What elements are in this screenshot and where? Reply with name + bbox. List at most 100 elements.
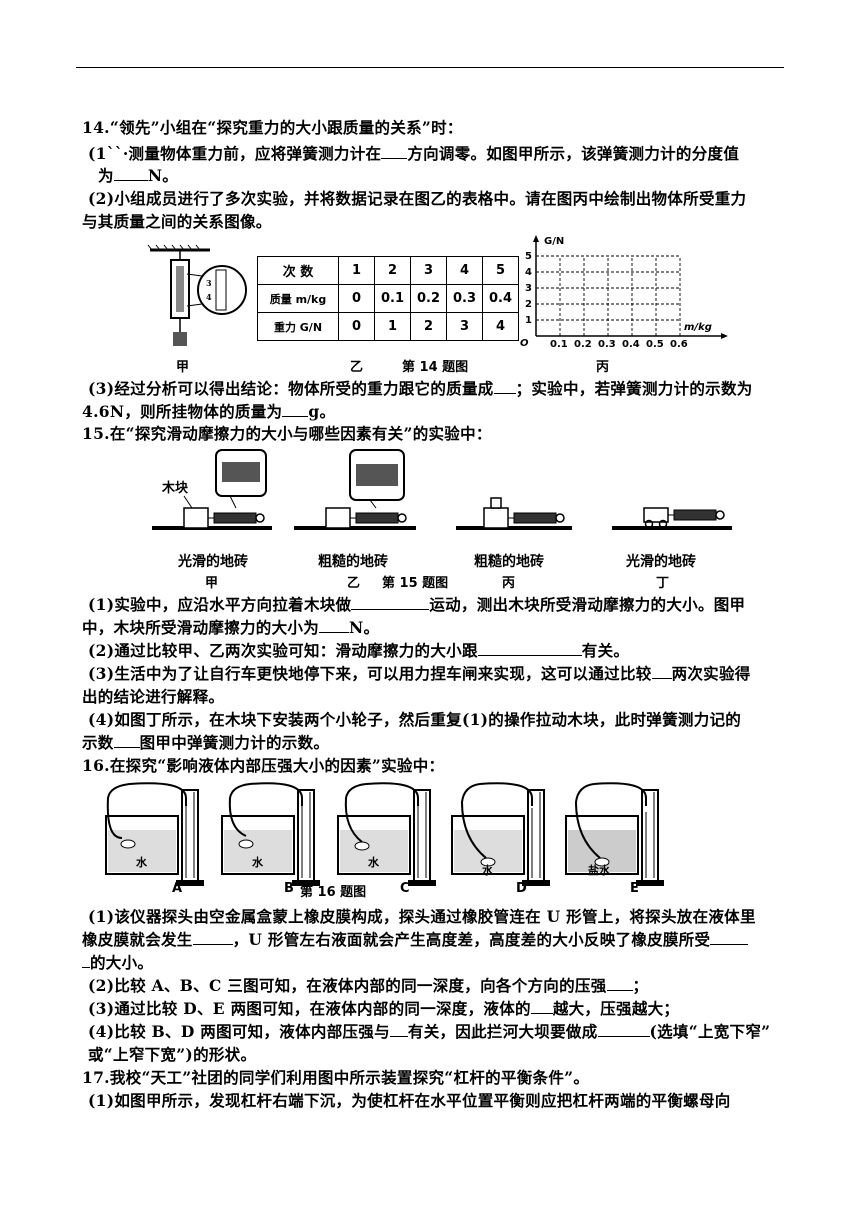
q15-blank-compare[interactable] — [651, 664, 672, 679]
q16-blank-density[interactable] — [530, 999, 553, 1014]
table-cell: 0 — [338, 312, 375, 341]
graph-ylabel: G/N — [544, 236, 564, 247]
q14-caption-yi: 乙 — [350, 360, 364, 375]
graph-ytick: 3 — [525, 283, 532, 294]
q15-figure-title: 第 15 题图 — [382, 576, 449, 591]
table-cell: 0.3 — [446, 284, 483, 313]
graph-xtick: 0.1 — [550, 339, 568, 350]
block-label: 木块 — [161, 480, 189, 496]
table-cell: 0.4 — [482, 284, 519, 313]
q16-blank-pressure[interactable] — [710, 930, 749, 945]
liquid-label: 水 — [482, 863, 494, 877]
table-cell: 0 — [338, 284, 375, 313]
q14-part1: (1``·测量物体重力前，应将弹簧测力计在方向调零。如图甲所示，该弹簧测力计的分… — [88, 144, 740, 163]
table-cell: 1 — [374, 312, 411, 341]
graph-origin: O — [520, 338, 529, 349]
table-cell: 5 — [482, 256, 519, 285]
q16-label: E — [630, 881, 639, 896]
q15-blank-friction[interactable] — [319, 618, 350, 633]
liquid-label: 水 — [252, 855, 264, 869]
q16-part1-cont: 橡皮膜就会发生，U 形管左右液面就会产生高度差，高度差的大小反映了橡皮膜所受 — [82, 930, 749, 950]
q14-part3: (3)经过分析可以得出结论：物体所受的重力跟它的质量成；实验中，若弹簧测力计的示… — [88, 379, 753, 398]
graph-xtick: 0.5 — [646, 339, 664, 350]
svg-text:3: 3 — [206, 278, 212, 288]
q15-part3: (3)生活中为了让自行车更快地停下来，可以用力捏车闸来实现，这可以通过比较两次实… — [88, 664, 751, 683]
liquid-label: 水 — [136, 855, 148, 869]
q14-spring-scale-figure: 3 4 — [147, 244, 247, 346]
graph-xtick: 0.2 — [574, 339, 592, 350]
table-cell: 3 — [446, 312, 483, 341]
graph-xtick: 0.3 — [598, 339, 616, 350]
q16-blank-equal[interactable] — [606, 976, 633, 991]
q15-caption: 甲 — [205, 576, 219, 591]
table-cell: 2 — [374, 256, 411, 285]
q16-blank-shape[interactable] — [597, 1022, 650, 1037]
q14-caption-bing: 丙 — [596, 360, 610, 375]
q14-blank-mass[interactable] — [282, 402, 309, 417]
q14-blank-direction[interactable] — [381, 144, 408, 159]
q14-blank-relation[interactable] — [493, 379, 516, 394]
table-cell: 2 — [410, 312, 447, 341]
q15-floor-label: 粗糙的地砖 — [474, 554, 544, 570]
q15-friction-figures: 木块 — [152, 449, 732, 530]
q16-blank-depth[interactable] — [389, 1022, 408, 1037]
q14-stem: 14.“领先”小组在“探究重力的大小跟质量的关系”时： — [82, 118, 463, 137]
q15-part3-cont: 出的结论进行解释。 — [82, 687, 225, 706]
graph-ytick: 4 — [525, 267, 532, 278]
table-cell: 4 — [446, 256, 483, 285]
table-row-label: 重力 G/N — [257, 312, 339, 341]
q15-stem: 15.在“探究滑动摩擦力的大小与哪些因素有关”的实验中： — [82, 424, 492, 443]
q15-part1: (1)实验中，应沿水平方向拉着木块做运动，测出木块所受滑动摩擦力的大小。图甲 — [88, 595, 746, 614]
q16-figure-title: 第 16 题图 — [300, 885, 367, 900]
q16-label: D — [516, 881, 527, 896]
q16-stem: 16.在探究“影响液体内部压强大小的因素”实验中： — [82, 756, 445, 775]
q17-part1: (1)如图甲所示，发现杠杆右端下沉，为使杠杆在水平位置平衡则应把杠杆两端的平衡螺… — [88, 1091, 731, 1110]
q15-part2: (2)通过比较甲、乙两次实验可知：滑动摩擦力的大小跟有关。 — [88, 641, 630, 660]
q16-blank-pressure-cont — [82, 953, 90, 968]
q15-floor-label: 光滑的地砖 — [626, 554, 696, 570]
liquid-label: 盐水 — [588, 863, 611, 877]
q14-blank-division[interactable] — [113, 166, 148, 181]
q14-data-table: 次 数 1 2 3 4 5 质量 m/kg 0 0.1 0.2 0.3 0.4 … — [257, 256, 519, 341]
table-cell: 1 — [338, 256, 375, 285]
q15-floor-label: 光滑的地砖 — [178, 554, 248, 570]
q16-part1: (1)该仪器探头由空金属盒蒙上橡皮膜构成，探头通过橡胶管连在 U 形管上，将探头… — [88, 907, 756, 926]
q14-part2: (2)小组成员进行了多次实验，并将数据记录在图乙的表格中。请在图丙中绘制出物体所… — [88, 189, 747, 208]
q15-blank-factor[interactable] — [477, 641, 582, 656]
q16-pressure-figures: 水 水 水 水 盐水 — [105, 782, 664, 886]
q14-part2-cont: 与其质量之间的关系图像。 — [82, 212, 272, 231]
q16-label: C — [400, 881, 410, 896]
q15-part4-cont: 示数图甲中弹簧测力计的示数。 — [82, 733, 330, 752]
graph-xlabel: m/kg — [684, 322, 712, 333]
q16-label: B — [284, 881, 294, 896]
q16-part1-cont2: 的大小。 — [82, 953, 153, 973]
graph-ytick: 5 — [525, 251, 532, 262]
q15-floor-label: 粗糙的地砖 — [318, 554, 388, 570]
q15-blank-compare-reading[interactable] — [113, 733, 140, 748]
q16-blank-deform[interactable] — [192, 930, 233, 945]
q16-part2: (2)比较 A、B、C 三图可知，在液体内部的同一深度，向各个方向的压强； — [88, 976, 649, 995]
q15-caption: 乙 — [347, 576, 361, 591]
table-cell: 4 — [482, 312, 519, 341]
graph-xtick: 0.6 — [670, 339, 688, 350]
header-rule — [76, 67, 784, 68]
q14-blank-graph[interactable]: G/N m/kg O 1 2 3 4 5 0.1 0.2 0.3 0.4 0.5… — [516, 232, 736, 350]
q16-label: A — [172, 881, 183, 896]
q15-caption: 丙 — [502, 576, 516, 591]
q15-part4: (4)如图丁所示，在木块下安装两个小轮子，然后重复(1)的操作拉动木块，此时弹簧… — [88, 710, 742, 729]
q16-part3: (3)通过比较 D、E 两图可知，在液体内部的同一深度，液体的越大，压强越大； — [88, 999, 680, 1018]
q17-stem: 17.我校“天工”社团的同学们利用图中所示装置探究“杠杆的平衡条件”。 — [82, 1068, 590, 1087]
q16-part4: (4)比较 B、D 两图可知，液体内部压强与有关，因此拦河大坝要做成(选填“上宽… — [88, 1022, 771, 1041]
q14-caption-jia: 甲 — [176, 360, 190, 375]
graph-ytick: 2 — [525, 299, 532, 310]
table-cell: 0.1 — [374, 284, 411, 313]
graph-ytick: 1 — [525, 315, 532, 326]
table-cell: 3 — [410, 256, 447, 285]
q15-blank-motion[interactable] — [351, 595, 430, 610]
q16-part4-cont: 或“上窄下宽”)的形状。 — [88, 1045, 257, 1064]
table-row-label: 质量 m/kg — [257, 284, 339, 313]
table-cell: 0.2 — [410, 284, 447, 313]
